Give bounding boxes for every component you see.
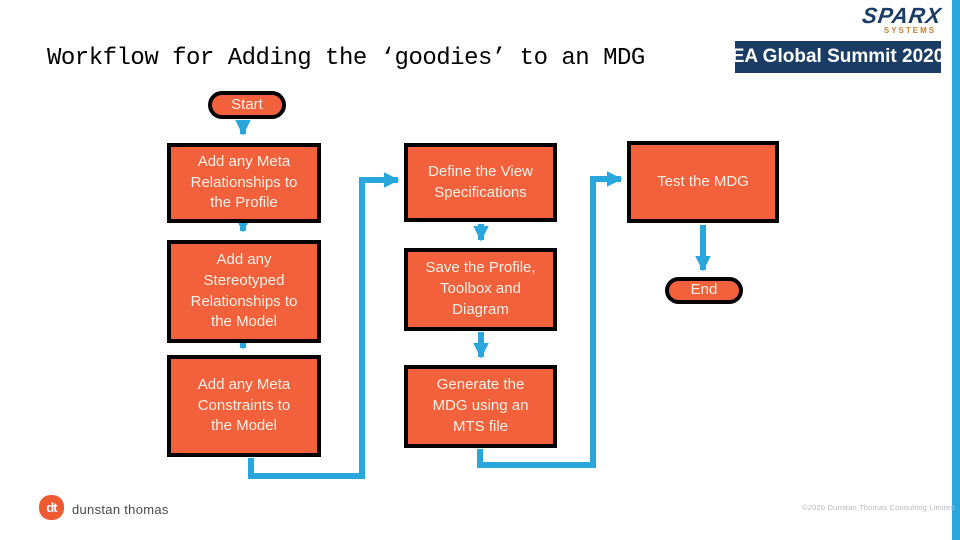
dunstan-thomas-company-name: dunstan thomas: [72, 502, 169, 517]
flow-node-test-mdg: Test the MDG: [627, 141, 779, 223]
dunstan-thomas-logo-icon: dt: [39, 495, 64, 520]
copyright-notice: ©2020 Dunstan Thomas Consulting Limited: [802, 503, 955, 512]
flow-node-start: Start: [208, 91, 286, 119]
sparx-logo-wordmark: SPARX: [860, 3, 944, 28]
slide-title: Workflow for Adding the ‘goodies’ to an …: [47, 45, 645, 72]
flow-node-save-profile-toolbox-diagram: Save the Profile, Toolbox and Diagram: [404, 248, 557, 331]
event-banner: EA Global Summit 2020: [732, 41, 944, 73]
flow-node-add-meta-constraints: Add any Meta Constraints to the Model: [167, 355, 321, 457]
flow-node-end: End: [665, 277, 743, 304]
flow-node-generate-mdg: Generate the MDG using an MTS file: [404, 365, 557, 448]
flow-node-add-meta-relationships: Add any Meta Relationships to the Profil…: [167, 143, 321, 223]
right-edge-accent-bar: [952, 0, 960, 540]
sparx-logo-subtitle: SYSTEMS: [883, 26, 937, 35]
flow-node-add-stereotyped-relationships: Add any Stereotyped Relationships to the…: [167, 240, 321, 343]
sparx-systems-logo: SPARX SYSTEMS: [856, 3, 948, 35]
flow-node-define-view-specifications: Define the View Specifications: [404, 143, 557, 222]
